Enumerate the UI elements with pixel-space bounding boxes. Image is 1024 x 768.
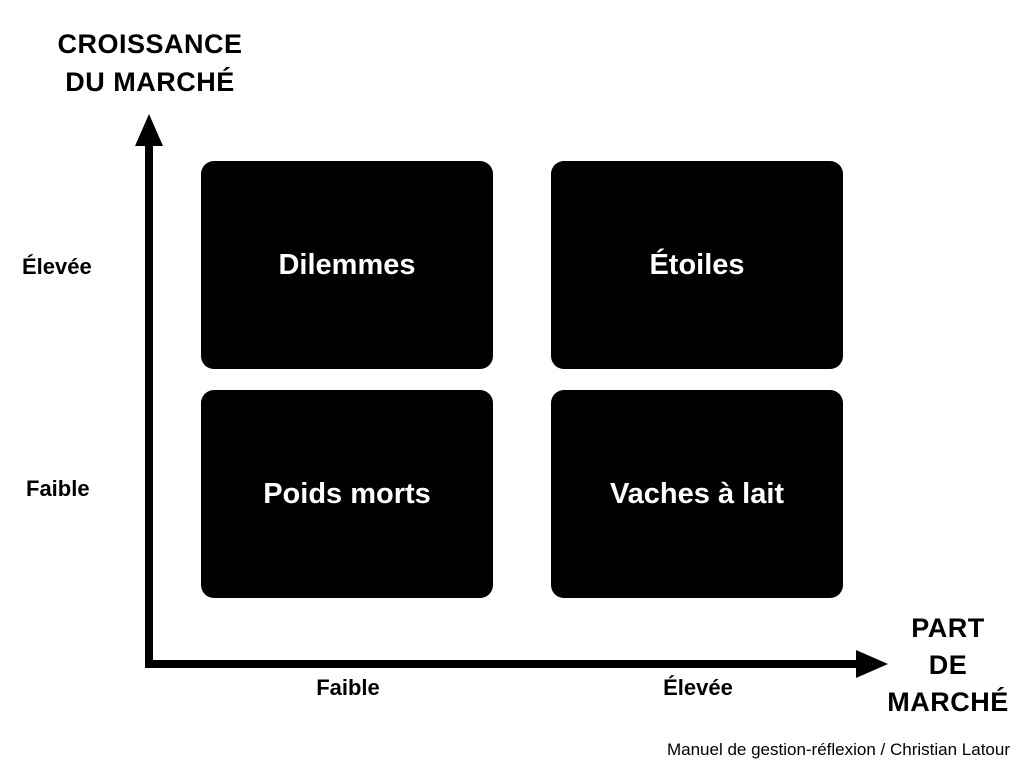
y-axis-title: CROISSANCE DU MARCHÉ xyxy=(57,29,243,97)
y-axis-arrowhead xyxy=(135,114,163,146)
quadrant-label: Vaches à lait xyxy=(609,477,785,510)
x-axis-arrowhead xyxy=(856,650,888,678)
quadrant-label: Étoiles xyxy=(649,248,745,281)
y-axis-tick-high: Élevée xyxy=(22,254,92,279)
x-axis-tick-low: Faible xyxy=(316,675,380,700)
source-credit: Manuel de gestion-réflexion / Christian … xyxy=(666,740,1010,759)
x-axis-title: PART DE MARCHÉ xyxy=(887,613,1009,717)
y-axis-tick-low: Faible xyxy=(26,476,90,501)
quadrant-label: Dilemmes xyxy=(278,248,416,281)
quadrant-dilemmes: Dilemmes xyxy=(201,161,493,369)
quadrant-vaches-a-lait: Vaches à lait xyxy=(551,390,843,598)
quadrant-label: Poids morts xyxy=(263,477,431,510)
quadrant-poids-morts: Poids morts xyxy=(201,390,493,598)
quadrant-etoiles: Étoiles xyxy=(551,161,843,369)
x-axis-tick-high: Élevée xyxy=(663,675,733,700)
